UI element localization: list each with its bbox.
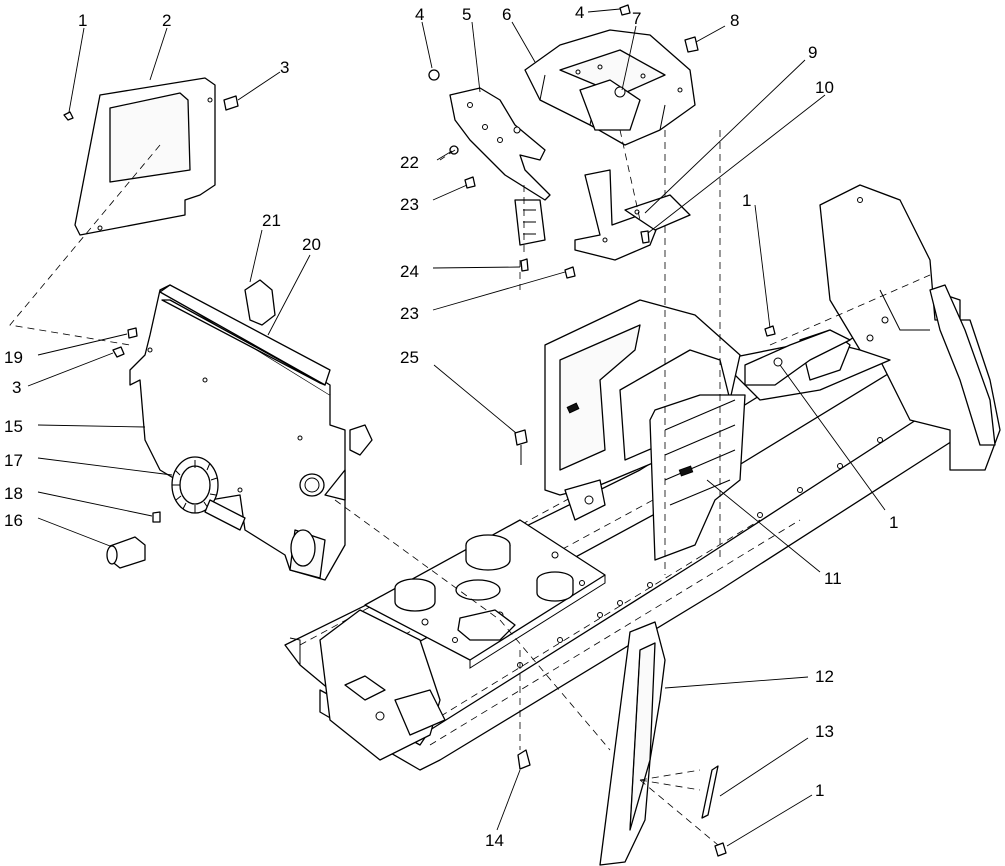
callout-6: 6 [502, 5, 511, 24]
callout-23-upper: 23 [400, 195, 419, 214]
callout-23-lower: 23 [400, 304, 419, 323]
callout-21: 21 [262, 211, 281, 230]
callout-4-right: 4 [575, 3, 584, 22]
switch-bracket [428, 69, 551, 246]
callout-17: 17 [4, 451, 23, 470]
callout-15: 15 [4, 417, 23, 436]
callout-13: 13 [815, 722, 834, 741]
callout-7: 7 [632, 9, 641, 28]
callout-3-lower: 3 [12, 378, 21, 397]
leader-lines [27, 8, 886, 847]
callout-11: 11 [824, 569, 842, 588]
callout-2: 2 [162, 11, 171, 30]
callout-12: 12 [815, 667, 834, 686]
callout-8: 8 [730, 11, 739, 30]
lower-bracket [574, 169, 691, 261]
callout-labels: 1 2 3 4 5 6 4 7 8 9 10 22 23 21 20 24 23… [4, 3, 898, 850]
callout-3-upper: 3 [280, 58, 289, 77]
hardware [63, 4, 776, 857]
callout-1-right-upper: 1 [742, 191, 751, 210]
left-side-panel [129, 279, 501, 621]
right-bracket [744, 274, 931, 386]
callout-20: 20 [302, 235, 321, 254]
callout-19: 19 [4, 348, 23, 367]
callout-24: 24 [400, 262, 419, 281]
callout-1-top-left: 1 [78, 11, 87, 30]
left-upper-cover [9, 77, 216, 346]
callout-18: 18 [4, 484, 23, 503]
callout-1-right-lower: 1 [889, 513, 898, 532]
front-shield [599, 621, 719, 866]
callout-16: 16 [4, 511, 23, 530]
callout-14: 14 [485, 831, 504, 850]
callout-25: 25 [400, 348, 419, 367]
assembly-lines [439, 129, 641, 751]
console-box [524, 29, 696, 146]
callout-22: 22 [400, 153, 419, 172]
callout-9: 9 [808, 43, 817, 62]
callout-1-bottom: 1 [815, 781, 824, 800]
dash-panel [544, 130, 746, 575]
callout-10: 10 [815, 78, 834, 97]
mount-plate [364, 519, 606, 669]
callout-5: 5 [462, 5, 471, 24]
callout-4-left: 4 [415, 5, 424, 24]
